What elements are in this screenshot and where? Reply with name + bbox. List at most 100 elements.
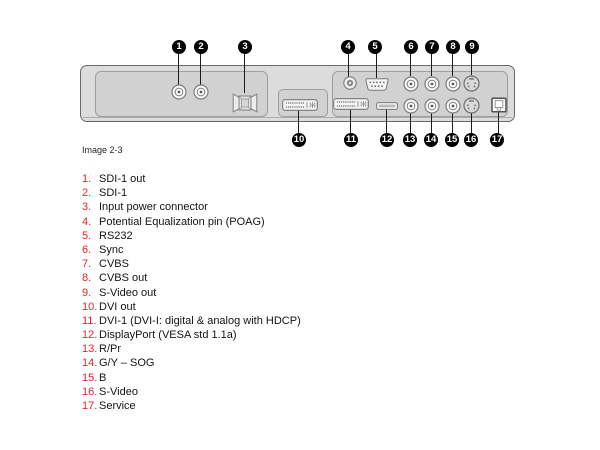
legend-item: 14.G/Y – SOG — [82, 356, 502, 370]
legend-label: SDI-1 — [99, 187, 128, 200]
leader-line-12 — [386, 109, 387, 133]
callout-13: 13 — [403, 133, 417, 147]
legend-item: 11.DVI-1 (DVI-I: digital & analog with H… — [82, 314, 502, 328]
legend-number: 9. — [82, 286, 92, 299]
bnc-connector-icon-8 — [445, 76, 461, 92]
power-inlet-icon-3 — [232, 93, 258, 113]
legend-number: 11. — [82, 314, 97, 327]
legend-number: 5. — [82, 229, 92, 242]
legend-label: CVBS out — [99, 272, 148, 285]
leader-line-5 — [376, 52, 377, 78]
legend-number: 4. — [82, 215, 92, 228]
legend-number: 6. — [82, 243, 92, 256]
legend-number: 13. — [82, 343, 98, 356]
callout-3: 3 — [238, 40, 252, 54]
bnc-connector-icon-2 — [193, 84, 209, 100]
legend-number: 7. — [82, 258, 92, 271]
legend-label: S-Video — [99, 385, 138, 398]
legend-label: Service — [99, 400, 136, 412]
callout-5: 5 — [368, 40, 382, 54]
leader-line-2 — [200, 52, 201, 85]
bnc-connector-icon-1 — [171, 84, 187, 100]
legend-label: S-Video out — [99, 286, 157, 299]
leader-line-16 — [471, 113, 472, 133]
s-video-connector-icon-9 — [463, 75, 480, 92]
leader-line-4 — [348, 52, 349, 77]
legend-item: 17.Service — [82, 399, 502, 413]
legend-label: DisplayPort (VESA std 1.1a) — [99, 329, 237, 342]
legend-number: 2. — [82, 187, 92, 200]
callout-10: 10 — [292, 133, 306, 147]
legend-label: Sync — [99, 243, 124, 256]
legend-number: 17. — [82, 400, 98, 412]
callout-8: 8 — [446, 40, 460, 54]
rj45-service-icon-17 — [491, 97, 507, 113]
leader-line-15 — [452, 113, 453, 133]
callout-7: 7 — [425, 40, 439, 54]
callout-9: 9 — [465, 40, 479, 54]
legend-item: 12.DisplayPort (VESA std 1.1a) — [82, 328, 502, 342]
bnc-connector-icon-6 — [403, 76, 419, 92]
callout-17: 17 — [490, 133, 504, 147]
legend-label: SDI-1 out — [99, 173, 146, 185]
legend-label: RS232 — [99, 229, 133, 242]
bnc-connector-icon-14 — [424, 98, 440, 114]
legend-label: R/Pr — [99, 343, 121, 356]
legend-number: 12. — [82, 329, 98, 342]
panel-bottom-edge — [83, 116, 512, 118]
legend-item: 13.R/Pr — [82, 342, 502, 356]
callout-6: 6 — [404, 40, 418, 54]
legend-item: 1. SDI-1 out — [82, 172, 502, 186]
legend-label: DVI-1 (DVI-I: digital & analog with HDCP… — [99, 314, 301, 327]
leader-line-17 — [498, 112, 499, 133]
s-video-connector-icon-16 — [463, 97, 480, 114]
legend-label: B — [99, 371, 107, 384]
legend-number: 3. — [82, 201, 92, 214]
legend-number: 10. — [82, 300, 98, 313]
connector-legend: 1. SDI-1 out 2. SDI-1 3. Input power connec… — [82, 172, 502, 413]
legend-label: Potential Equalization pin (POAG) — [99, 215, 265, 228]
dvi-connector-icon-11 — [333, 98, 369, 110]
legend-number: 14. — [82, 357, 98, 370]
callout-14: 14 — [424, 133, 438, 147]
callout-11: 11 — [344, 133, 358, 147]
legend-item: 5. RS232 — [82, 229, 502, 243]
leader-line-11 — [350, 109, 351, 133]
legend-item: 9. S-Video out — [82, 286, 502, 300]
leader-line-13 — [410, 113, 411, 133]
leader-line-7 — [431, 52, 432, 76]
legend-item: 8. CVBS out — [82, 271, 502, 285]
callout-2: 2 — [194, 40, 208, 54]
leader-line-10 — [298, 110, 299, 133]
callout-4: 4 — [341, 40, 355, 54]
callout-16: 16 — [464, 133, 478, 147]
bnc-connector-icon-7 — [424, 76, 440, 92]
legend-number: 1. — [82, 173, 92, 185]
legend-label: DVI out — [99, 300, 136, 313]
dvi-connector-icon-10 — [282, 99, 318, 111]
callout-15: 15 — [445, 133, 459, 147]
legend-item: 15.B — [82, 371, 502, 385]
figure-caption: Image 2-3 — [82, 145, 123, 155]
legend-number: 8. — [82, 272, 92, 285]
leader-line-9 — [471, 52, 472, 75]
legend-item: 4. Potential Equalization pin (POAG) — [82, 215, 502, 229]
right-connector-bay — [332, 71, 508, 117]
callout-1: 1 — [172, 40, 186, 54]
legend-item: 6. Sync — [82, 243, 502, 257]
bnc-connector-icon-13 — [403, 98, 419, 114]
legend-label: CVBS — [99, 258, 129, 271]
legend-number: 16. — [82, 385, 98, 398]
leader-line-14 — [431, 113, 432, 133]
legend-item: 7. CVBS — [82, 257, 502, 271]
bnc-connector-icon-15 — [445, 98, 461, 114]
legend-item: 10.DVI out — [82, 300, 502, 314]
legend-label: Input power connector — [99, 201, 208, 214]
legend-item: 3. Input power connector — [82, 200, 502, 214]
leader-line-6 — [410, 52, 411, 76]
leader-line-3 — [244, 52, 245, 93]
displayport-connector-icon-12 — [376, 102, 398, 110]
poag-pin-icon-4 — [343, 76, 357, 90]
